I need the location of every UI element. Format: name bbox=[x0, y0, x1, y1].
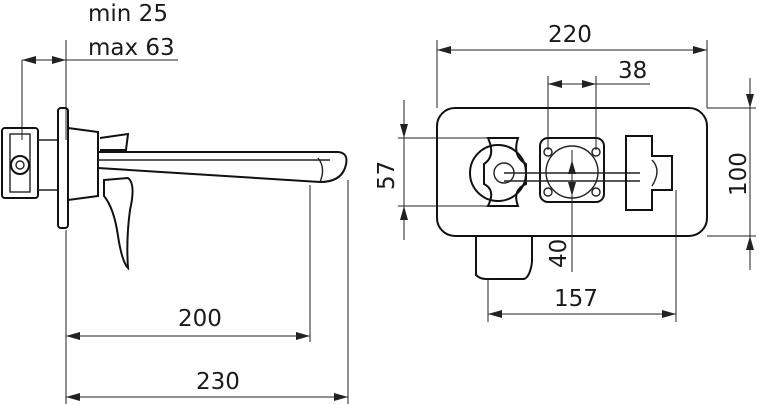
lower-width-dimension bbox=[487, 190, 677, 322]
plate-width-label: 220 bbox=[548, 22, 592, 48]
depth-dimension bbox=[21, 40, 178, 140]
total-length-label: 230 bbox=[196, 369, 240, 395]
left-handle bbox=[469, 137, 527, 207]
faucet-side-body bbox=[1, 107, 348, 271]
max-depth-label: max 63 bbox=[88, 35, 175, 61]
handle-spacing-dimension bbox=[547, 76, 650, 150]
front-view: 220 38 100 57 bbox=[374, 22, 756, 322]
lower-spout bbox=[475, 236, 533, 280]
handle-height-dimension bbox=[398, 100, 488, 240]
plate-height-label: 100 bbox=[726, 152, 752, 196]
center-offset-dimension bbox=[568, 150, 576, 272]
handle-spacing-label: 38 bbox=[618, 58, 647, 84]
spout-length-label: 200 bbox=[178, 306, 222, 332]
total-length-dimension bbox=[65, 180, 349, 404]
right-outlet bbox=[625, 135, 673, 211]
plate-height-dimension bbox=[707, 78, 756, 270]
min-depth-label: min 25 bbox=[88, 1, 168, 27]
side-view: min 25 max 63 bbox=[1, 1, 349, 404]
center-offset-label: 40 bbox=[546, 239, 572, 268]
handle-height-label: 57 bbox=[374, 161, 400, 190]
lower-width-label: 157 bbox=[554, 286, 598, 312]
spout-length-dimension bbox=[66, 185, 311, 342]
plate-width-dimension bbox=[436, 40, 708, 108]
